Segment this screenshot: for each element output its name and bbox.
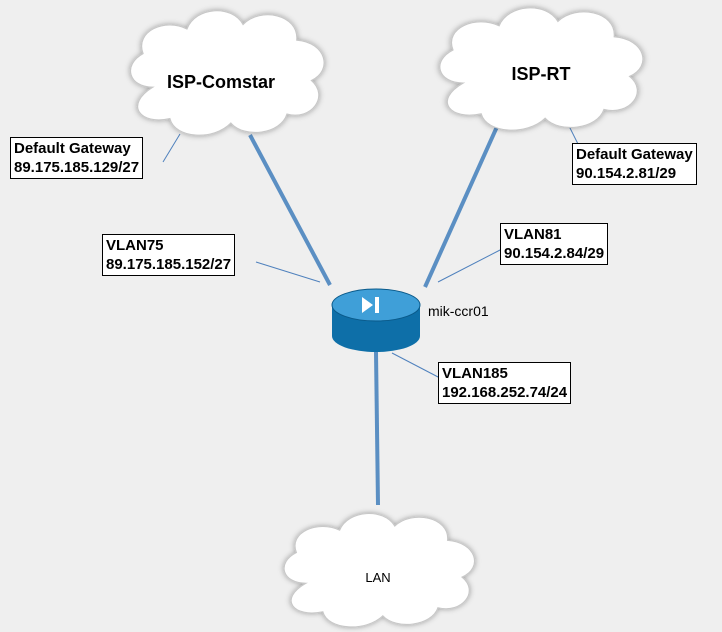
label-rt-gateway: Default Gateway 90.154.2.81/29: [572, 143, 697, 185]
label-comstar-gateway: Default Gateway 89.175.185.129/27: [10, 137, 144, 179]
label-address: 89.175.185.129/27: [14, 159, 140, 176]
label-title: Default Gateway: [14, 140, 131, 157]
label-title: VLAN185: [442, 365, 508, 382]
label-address: 192.168.252.74/24: [442, 384, 568, 401]
label-address: 90.154.2.84/29: [504, 245, 605, 262]
label-title: VLAN75: [106, 237, 164, 254]
cloud-label-isp-rt: ISP-RT: [511, 64, 570, 84]
leader-vlan75: [255, 261, 321, 283]
cloud-label-isp-comstar: ISP-Comstar: [167, 72, 275, 92]
link-comstar-router: [248, 134, 332, 286]
leader-comstar-gateway: [162, 133, 181, 163]
router-name: mik-ccr01: [428, 303, 489, 319]
label-vlan81: VLAN81 90.154.2.84/29: [500, 223, 609, 265]
link-router-lan: [374, 351, 380, 506]
leader-vlan185: [391, 352, 441, 379]
label-title: Default Gateway: [576, 146, 693, 163]
cloud-label-lan: LAN: [365, 570, 390, 585]
label-vlan185: VLAN185 192.168.252.74/24: [438, 362, 572, 404]
label-address: 90.154.2.81/29: [576, 165, 677, 182]
label-address: 89.175.185.152/27: [106, 256, 232, 273]
link-rt-router: [423, 119, 502, 288]
label-vlan75: VLAN75 89.175.185.152/27: [102, 234, 236, 276]
label-title: VLAN81: [504, 226, 562, 243]
leader-vlan81: [437, 248, 503, 283]
router-icon: [331, 288, 421, 352]
